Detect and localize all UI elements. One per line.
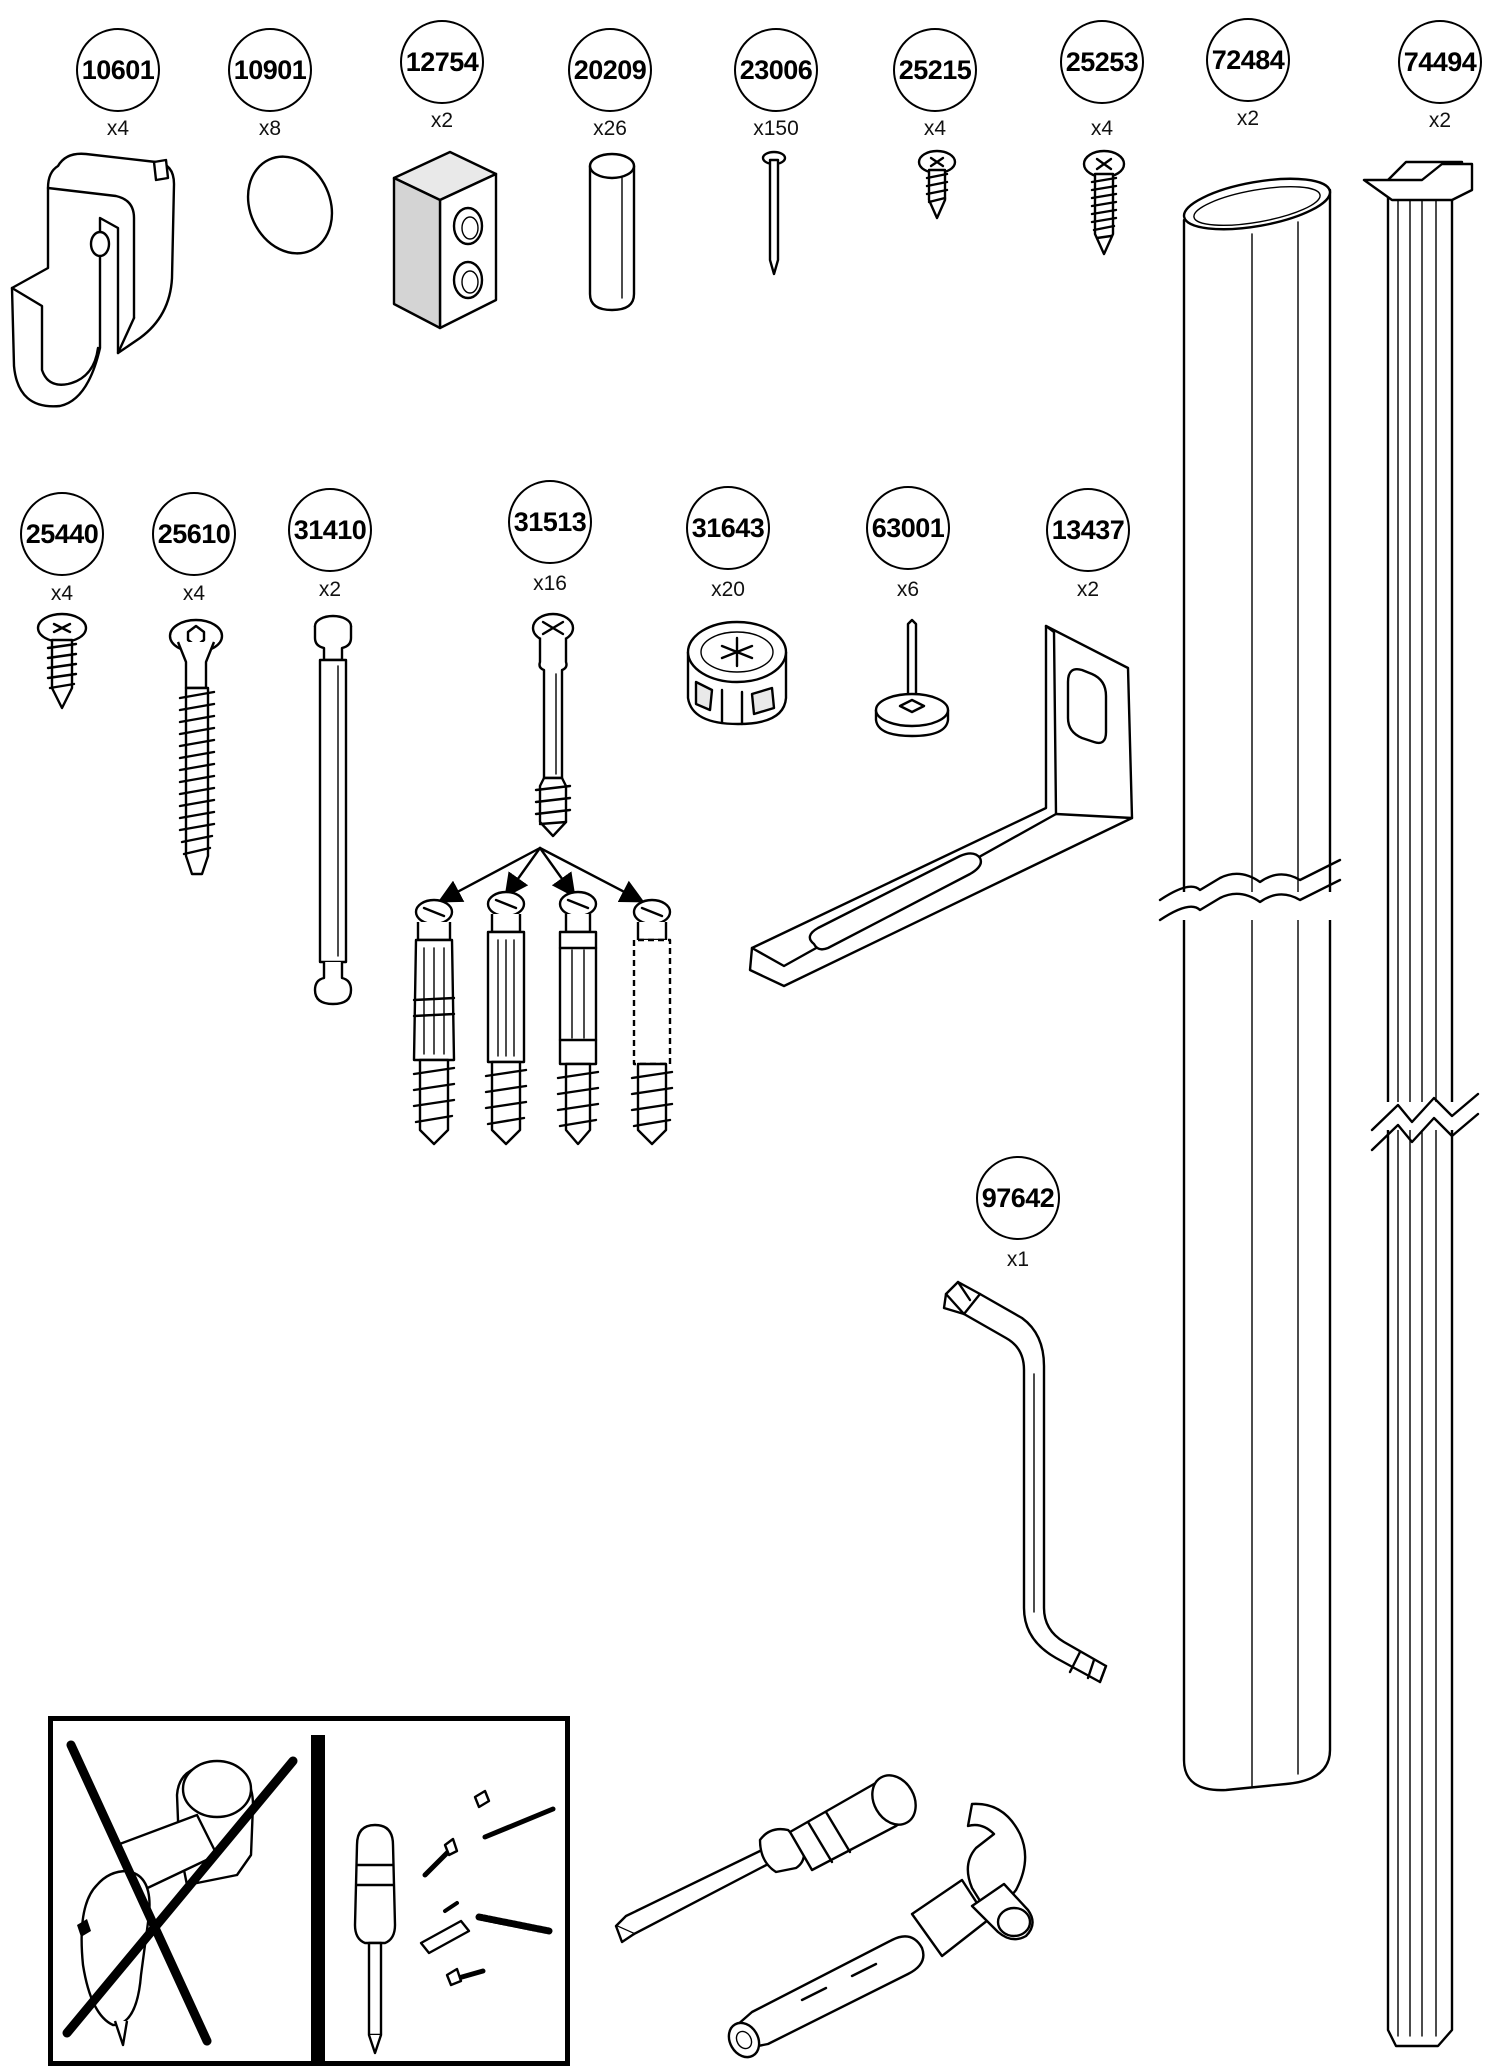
drill-warning-box [48, 1716, 570, 2066]
part-number-badge: 31410 [288, 488, 372, 572]
part-quantity: x4 [1090, 117, 1114, 140]
connector-block-icon [390, 148, 510, 338]
cam-lock-icon [682, 612, 792, 732]
part-number-badge: 74494 [1398, 20, 1482, 104]
part-number-badge: 25440 [20, 492, 104, 576]
cam-bolt-icon [518, 610, 588, 840]
profile-rail-icon [1352, 150, 1492, 2050]
short-screw-icon [915, 148, 959, 222]
l-bracket-icon [748, 618, 1136, 990]
pan-screw-icon [34, 612, 90, 712]
screwdriver-and-hammer-icon [612, 1744, 1112, 2064]
part-quantity: x1 [1006, 1248, 1030, 1271]
part-quantity: x4 [923, 117, 947, 140]
part-number-badge: 25215 [893, 28, 977, 112]
part-number-badge: 25610 [152, 492, 236, 576]
part-number-badge: 31513 [508, 480, 592, 564]
part-quantity: x2 [430, 109, 454, 132]
part-number-badge: 20209 [568, 28, 652, 112]
part-quantity: x4 [106, 117, 130, 140]
part-number-badge: 97642 [976, 1156, 1060, 1240]
part-quantity: x2 [1428, 109, 1452, 132]
no-power-drill-icon [57, 1725, 307, 2061]
screw-icon [1080, 148, 1128, 258]
wooden-dowel-icon [584, 148, 640, 314]
part-quantity: x2 [318, 578, 342, 601]
part-quantity: x6 [896, 578, 920, 601]
part-number-badge: 10601 [76, 28, 160, 112]
oval-rail-tube-icon [1170, 160, 1340, 1800]
allen-key-icon [940, 1278, 1120, 1698]
part-number-badge: 63001 [866, 486, 950, 570]
part-number-badge: 31643 [686, 486, 770, 570]
nail-icon [754, 148, 794, 278]
part-quantity: x26 [593, 117, 627, 140]
long-hex-screw-icon [164, 612, 228, 882]
glide-foot-icon [872, 620, 952, 740]
part-quantity: x4 [50, 582, 74, 605]
part-number-badge: 10901 [228, 28, 312, 112]
felt-pad-icon [240, 150, 340, 260]
cam-bolt-variants-icon [390, 840, 690, 1150]
rail-bracket-icon [8, 148, 178, 418]
part-quantity: x8 [258, 117, 282, 140]
part-quantity: x16 [533, 572, 567, 595]
double-ended-bolt-icon [308, 612, 358, 1012]
part-number-badge: 72484 [1206, 18, 1290, 102]
warning-divider [311, 1735, 325, 2065]
part-quantity: x2 [1236, 107, 1260, 130]
part-quantity: x20 [711, 578, 745, 601]
part-number-badge: 23006 [734, 28, 818, 112]
hand-screwdriver-fasteners-icon [329, 1735, 567, 2065]
part-number-badge: 13437 [1046, 488, 1130, 572]
part-quantity: x4 [182, 582, 206, 605]
part-quantity: x2 [1076, 578, 1100, 601]
part-number-badge: 12754 [400, 20, 484, 104]
part-number-badge: 25253 [1060, 20, 1144, 104]
part-quantity: x150 [753, 117, 799, 140]
